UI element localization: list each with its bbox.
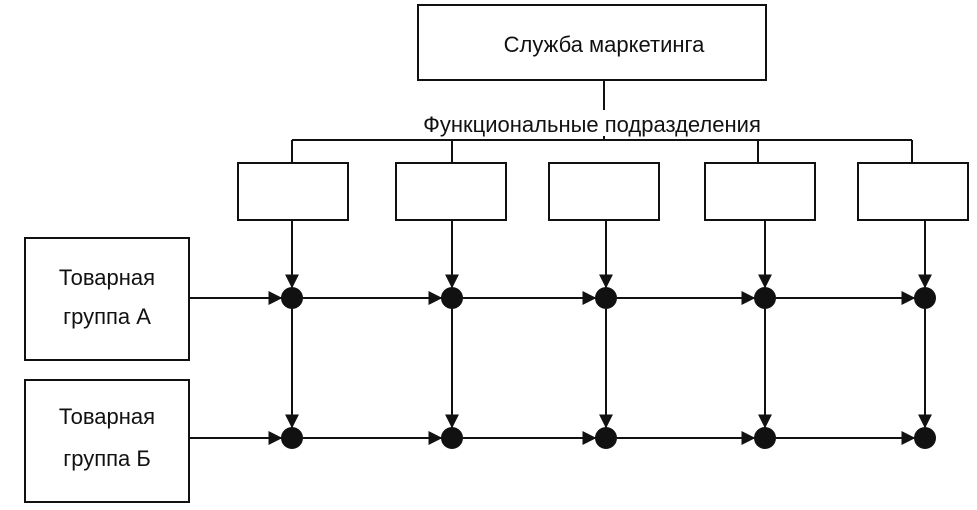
product-group-b-box: Товарная группа Б — [24, 379, 190, 503]
functional-unit-box-4 — [704, 162, 816, 221]
node-b2 — [441, 427, 463, 449]
marketing-service-label: Служба маркетинга — [504, 32, 705, 57]
product-group-b-line1: Товарная — [59, 404, 155, 429]
functional-label-background — [404, 110, 780, 136]
row-a-to-row-b-arrows — [285, 309, 932, 429]
product-group-a-line1: Товарная — [59, 265, 155, 290]
row-b-nodes — [281, 427, 936, 449]
functional-unit-box-2 — [395, 162, 507, 221]
functional-units — [237, 162, 969, 221]
node-b4 — [754, 427, 776, 449]
functional-unit-box-1 — [237, 162, 349, 221]
product-group-a-box: Товарная группа А — [24, 237, 190, 361]
product-group-a-line2: группа А — [63, 304, 151, 329]
node-b5 — [914, 427, 936, 449]
row-a-nodes — [281, 287, 936, 309]
functional-unit-box-5 — [857, 162, 969, 221]
node-a4 — [754, 287, 776, 309]
node-a1 — [281, 287, 303, 309]
product-group-b-line2: группа Б — [63, 446, 151, 471]
bus-drops — [291, 140, 913, 163]
unit-to-row-a-arrows — [285, 220, 932, 289]
node-a3 — [595, 287, 617, 309]
node-b3 — [595, 427, 617, 449]
node-a2 — [441, 287, 463, 309]
functional-units-label: Функциональные подразделения — [423, 112, 761, 137]
node-b1 — [281, 427, 303, 449]
functional-unit-box-3 — [548, 162, 660, 221]
node-a5 — [914, 287, 936, 309]
marketing-service-box: Служба маркетинга — [417, 4, 767, 81]
